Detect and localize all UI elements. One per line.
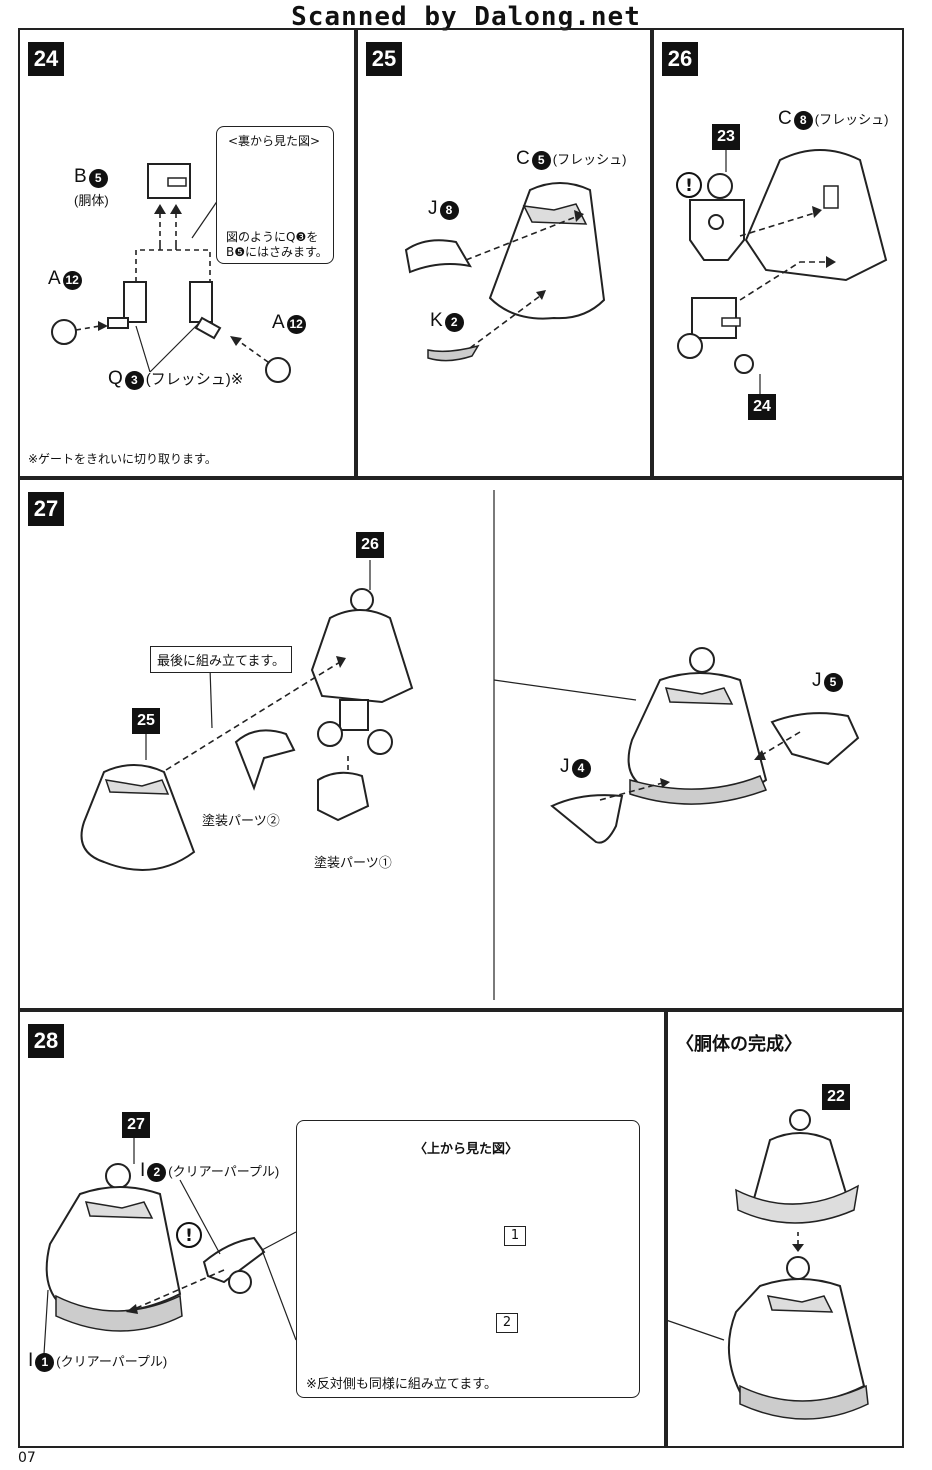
paint-part-2-label: 塗装パーツ②: [202, 813, 280, 828]
paint-part-1-label: 塗装パーツ①: [314, 855, 392, 870]
ref-step-23: 23: [712, 124, 740, 150]
top-view-title: 〈上から見た図〉: [414, 1142, 519, 1157]
step-25-panel: 25: [356, 28, 652, 478]
top-view-callout: [296, 1120, 640, 1398]
ref-step-25: 25: [132, 708, 160, 734]
step-24-number: 24: [28, 42, 64, 76]
label-b5-name: (胴体): [74, 193, 109, 208]
step-26-panel: 26: [652, 28, 904, 478]
page-number: 07: [18, 1450, 36, 1466]
ref-step-26: 26: [356, 532, 384, 558]
step-25-number: 25: [366, 42, 402, 76]
back-view-text-1: 図のようにQ❸を: [226, 230, 319, 244]
caution-icon-step28: !: [176, 1222, 202, 1248]
step-27-number: 27: [28, 492, 64, 526]
ref-step-22: 22: [822, 1084, 850, 1110]
step-27-panel: 27: [18, 478, 904, 1010]
back-view-title: <裏から見た図>: [228, 134, 321, 148]
back-view-text-2: B❺にはさみます。: [226, 245, 328, 259]
step-28-number: 28: [28, 1024, 64, 1058]
scan-banner: Scanned by Dalong.net: [291, 2, 641, 32]
caution-icon-step26: !: [676, 172, 702, 198]
gate-note: ※ゲートをきれいに切り取ります。: [28, 452, 217, 466]
top-view-step-1: 1: [504, 1226, 526, 1246]
body-complete-title: 〈胴体の完成〉: [676, 1034, 802, 1055]
top-view-step-2: 2: [496, 1313, 518, 1333]
assemble-last-note: 最後に組み立てます。: [150, 646, 293, 673]
body-complete-panel: [666, 1010, 904, 1448]
back-view-callout: [216, 126, 334, 264]
ref-step-27: 27: [122, 1112, 150, 1138]
step-28-panel: 28: [18, 1010, 666, 1448]
opposite-side-note: ※反対側も同様に組み立てます。: [306, 1377, 497, 1392]
ref-step-24: 24: [748, 394, 776, 420]
step-26-number: 26: [662, 42, 698, 76]
step-24-panel: 24: [18, 28, 356, 478]
